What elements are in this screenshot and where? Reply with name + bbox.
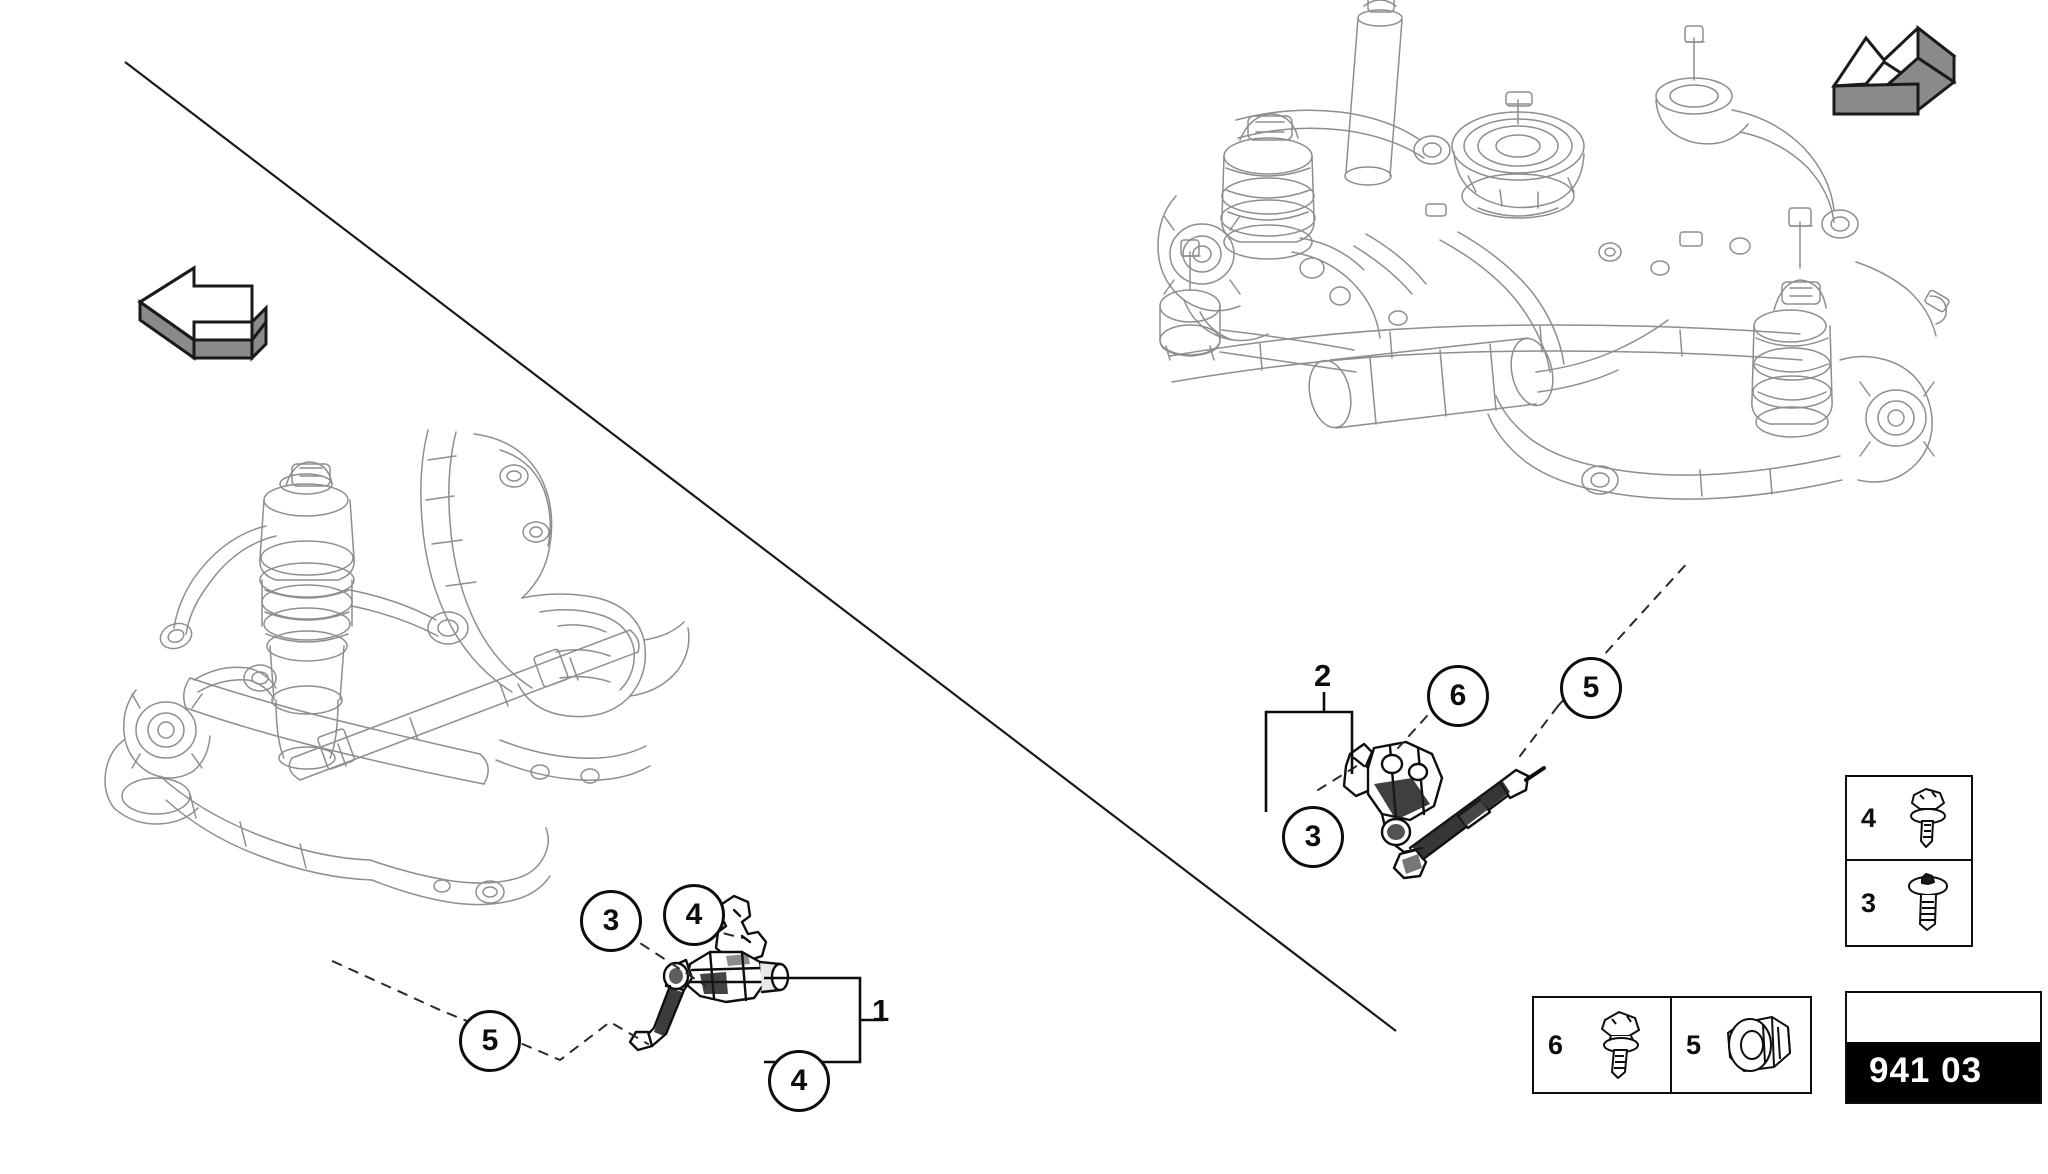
callout-label: 4 [685, 898, 703, 931]
callout-front-5[interactable]: 5 [459, 1010, 521, 1072]
callout-label: 6 [1449, 679, 1467, 712]
callout-front-4-upper[interactable]: 4 [663, 884, 725, 946]
legend-row-3[interactable]: 3 [1847, 861, 1971, 945]
legend-cell-5[interactable]: 5 [1672, 998, 1810, 1092]
callout-label: 3 [602, 904, 620, 937]
page-number-text: 941 03 [1847, 1042, 2040, 1102]
bracket-label-2: 2 [1314, 660, 1331, 691]
fastener-legend-upper-right: 4 3 [1845, 775, 1973, 947]
bracket-label-2-line [1264, 692, 1354, 812]
rear-level-sensor-part [1342, 740, 1546, 880]
bracket-label-1-text: 1 [872, 993, 890, 1028]
legend-number: 6 [1548, 1029, 1564, 1060]
hex-flange-bolt-icon [1883, 785, 1971, 851]
callout-front-3[interactable]: 3 [580, 890, 642, 952]
legend-number: 5 [1686, 1029, 1702, 1060]
callout-rear-6[interactable]: 6 [1427, 665, 1489, 727]
callout-front-4-lower[interactable]: 4 [768, 1050, 830, 1112]
callout-rear-3[interactable]: 3 [1282, 806, 1344, 868]
legend-number: 4 [1861, 802, 1877, 833]
front-axle-subframe-assembly [104, 429, 690, 906]
hex-flange-bolt-icon [1570, 1006, 1670, 1084]
legend-row-4[interactable]: 4 [1847, 777, 1971, 861]
rear-axle-subframe-assembly [1157, 0, 1950, 500]
fastener-legend-lower: 6 5 [1532, 996, 1812, 1094]
callout-label: 4 [790, 1064, 808, 1097]
view-direction-arrow-right-icon [1831, 24, 1957, 116]
collar-bolt-icon [1883, 870, 1971, 936]
legend-number: 3 [1861, 887, 1877, 918]
view-direction-arrow-left-icon [137, 265, 268, 362]
bracket-label-1: 1 [872, 995, 889, 1026]
callout-rear-5[interactable]: 5 [1560, 657, 1622, 719]
callout-label: 5 [1582, 671, 1600, 704]
callout-label: 3 [1304, 820, 1322, 853]
legend-cell-6[interactable]: 6 [1534, 998, 1672, 1092]
page-number-plate: 941 03 [1845, 991, 2042, 1104]
callout-label: 5 [481, 1024, 499, 1057]
bushing-nut-icon [1708, 1009, 1810, 1081]
bracket-label-2-text: 2 [1314, 658, 1332, 693]
